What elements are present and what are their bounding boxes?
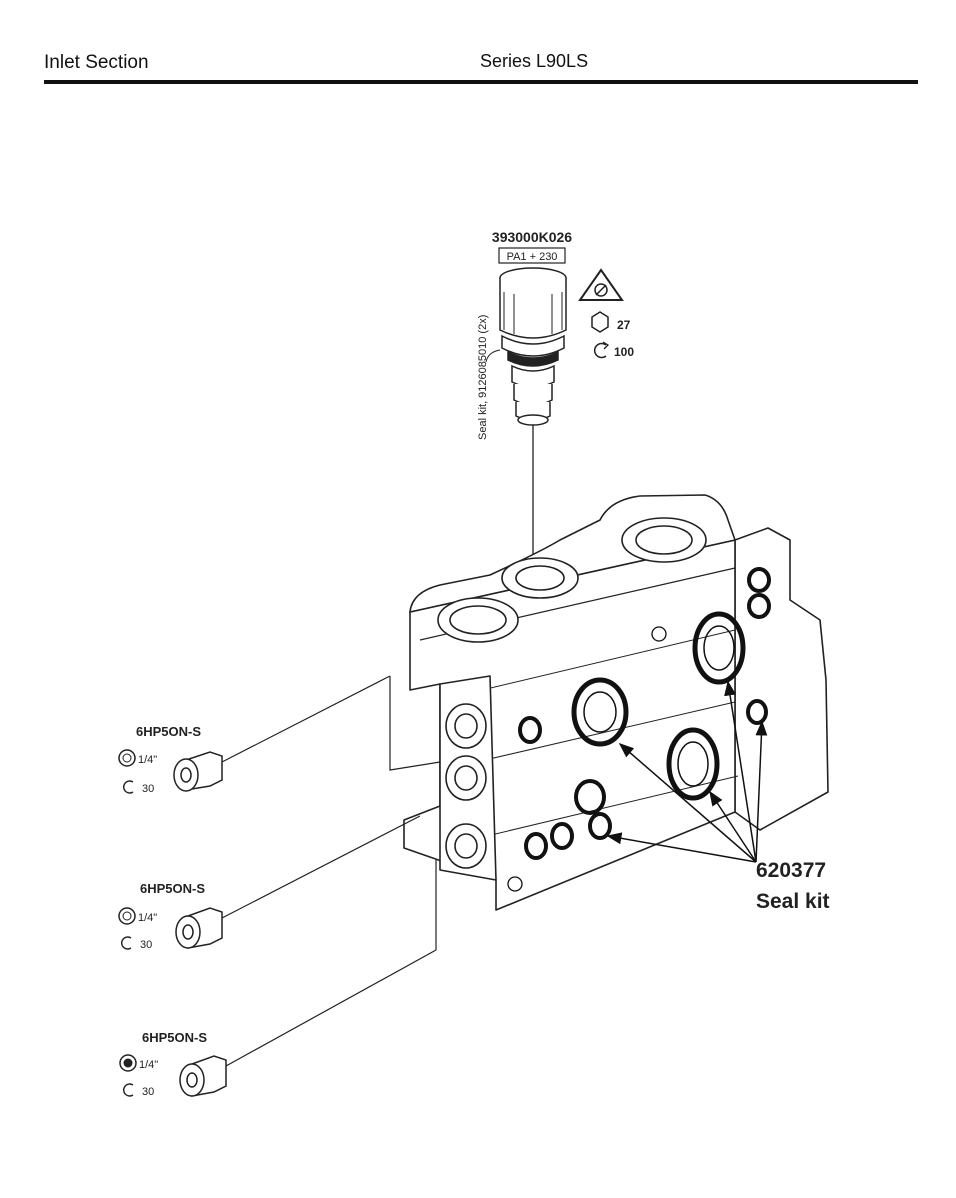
plug-1: 6HP5ON-S 1/4" 30 — [118, 675, 441, 795]
plug-1-hex-icon — [118, 749, 136, 767]
relief-valve-cartridge — [499, 267, 567, 426]
plug-2-size: 1/4" — [138, 912, 157, 924]
setting-box-label: PA1 + 230 — [507, 251, 558, 263]
torque-value: 100 — [614, 345, 634, 359]
plug-3-part-number: 6HP5ON-S — [142, 1030, 207, 1045]
plug-2-part-number: 6HP5ON-S — [140, 881, 205, 896]
plug-2-hex-icon — [118, 907, 136, 925]
seal-kit-arrows — [606, 680, 768, 863]
setting-box — [498, 247, 566, 264]
seal-kit-leader — [485, 349, 501, 363]
plug-3: 6HP5ON-S 1/4" 30 — [119, 860, 437, 1098]
header-rule — [44, 80, 918, 84]
section-title: Inlet Section — [44, 52, 149, 73]
seal-kit-part-number: 620377 — [756, 859, 826, 882]
plug-3-torque: 30 — [142, 1086, 154, 1098]
torque-icon — [593, 342, 607, 359]
seal-orings — [507, 567, 771, 892]
plug-2-torque-icon — [121, 936, 132, 950]
plug-2-torque: 30 — [140, 939, 152, 951]
plug-1-torque-icon — [123, 780, 134, 794]
cartridge-part-number: 393000K026 — [492, 229, 572, 245]
plug-3-size: 1/4" — [139, 1059, 158, 1071]
plug-2: 6HP5ON-S 1/4" 30 — [118, 815, 421, 951]
plug-1-size: 1/4" — [138, 754, 157, 766]
warning-triangle-icon — [578, 268, 624, 301]
hex-wrench-icon — [591, 311, 609, 333]
plug-3-torque-icon — [123, 1083, 134, 1097]
plug-1-part-number: 6HP5ON-S — [136, 724, 201, 739]
series-title: Series L90LS — [480, 51, 589, 71]
cartridge-seal-kit-text: Seal kit, 9126085010 (2x) — [477, 315, 489, 440]
hex-size-value: 27 — [617, 318, 631, 332]
plug-1-torque: 30 — [142, 783, 154, 795]
plug-3-hex-icon — [119, 1054, 137, 1072]
seal-kit-label: Seal kit — [756, 890, 830, 913]
